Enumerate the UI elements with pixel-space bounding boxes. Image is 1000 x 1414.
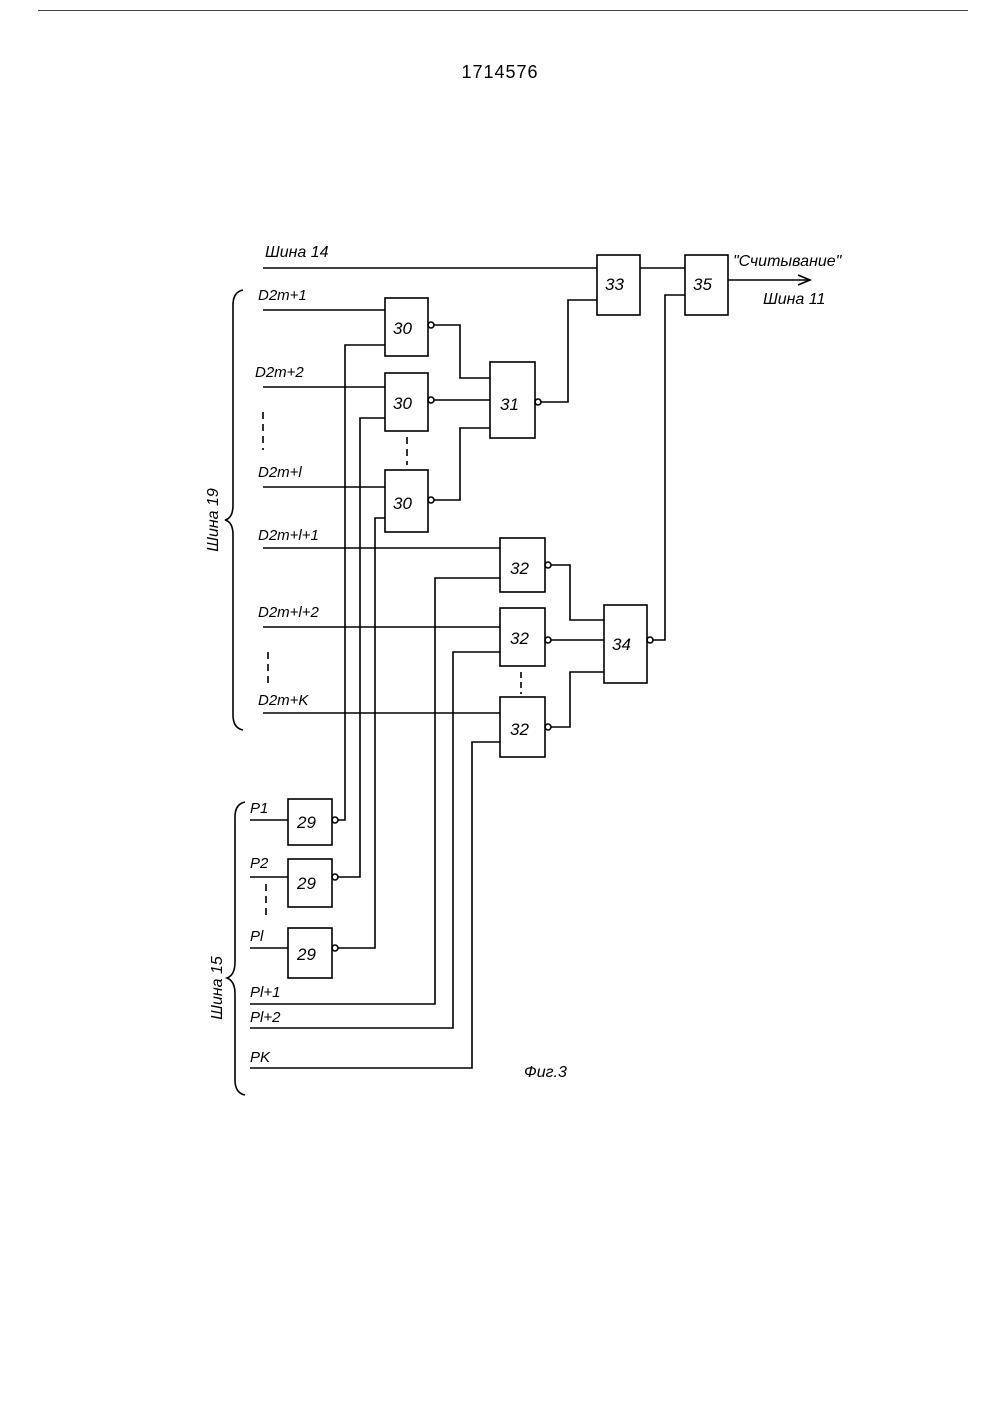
input-label-d2m2: D2m+2 [255, 364, 304, 381]
input-label-pl2: Pl+2 [250, 1009, 281, 1026]
block-label-29: 29 [296, 874, 316, 893]
block-label-34: 34 [612, 635, 631, 654]
block-label-30: 30 [393, 319, 412, 338]
block-label-35: 35 [693, 275, 712, 294]
input-label-pl1: Pl+1 [250, 984, 280, 1001]
block-label-33: 33 [605, 275, 624, 294]
block-label-32: 32 [510, 720, 529, 739]
block-label-29: 29 [296, 945, 316, 964]
bus15-brace [227, 802, 245, 1095]
input-label-d2mk: D2m+K [258, 692, 309, 709]
input-label-d2ml1: D2m+l+1 [258, 527, 319, 544]
block-label-32: 32 [510, 559, 529, 578]
input-label-d2m1: D2m+1 [258, 287, 307, 304]
block-label-30: 30 [393, 394, 412, 413]
input-label-d2ml: D2m+l [258, 464, 302, 481]
bus14-label: Шина 14 [265, 244, 329, 261]
input-label-d2ml2: D2m+l+2 [258, 604, 320, 621]
read-signal-label: "Считывание" [733, 253, 843, 270]
bus19-brace [225, 290, 243, 730]
input-label-p1: P1 [250, 800, 268, 817]
block-label-32: 32 [510, 629, 529, 648]
input-label-p2: P2 [250, 855, 269, 872]
input-label-pl: Pl [250, 928, 264, 945]
bus15-label: Шина 15 [209, 956, 226, 1020]
bus19-label: Шина 19 [205, 488, 222, 552]
block-label-29: 29 [296, 813, 316, 832]
bus11-label: Шина 11 [763, 291, 825, 308]
input-label-pk: PK [250, 1049, 271, 1066]
block-label-30: 30 [393, 494, 412, 513]
figure-caption: Фиг.3 [524, 1064, 567, 1081]
block-label-31: 31 [500, 395, 519, 414]
